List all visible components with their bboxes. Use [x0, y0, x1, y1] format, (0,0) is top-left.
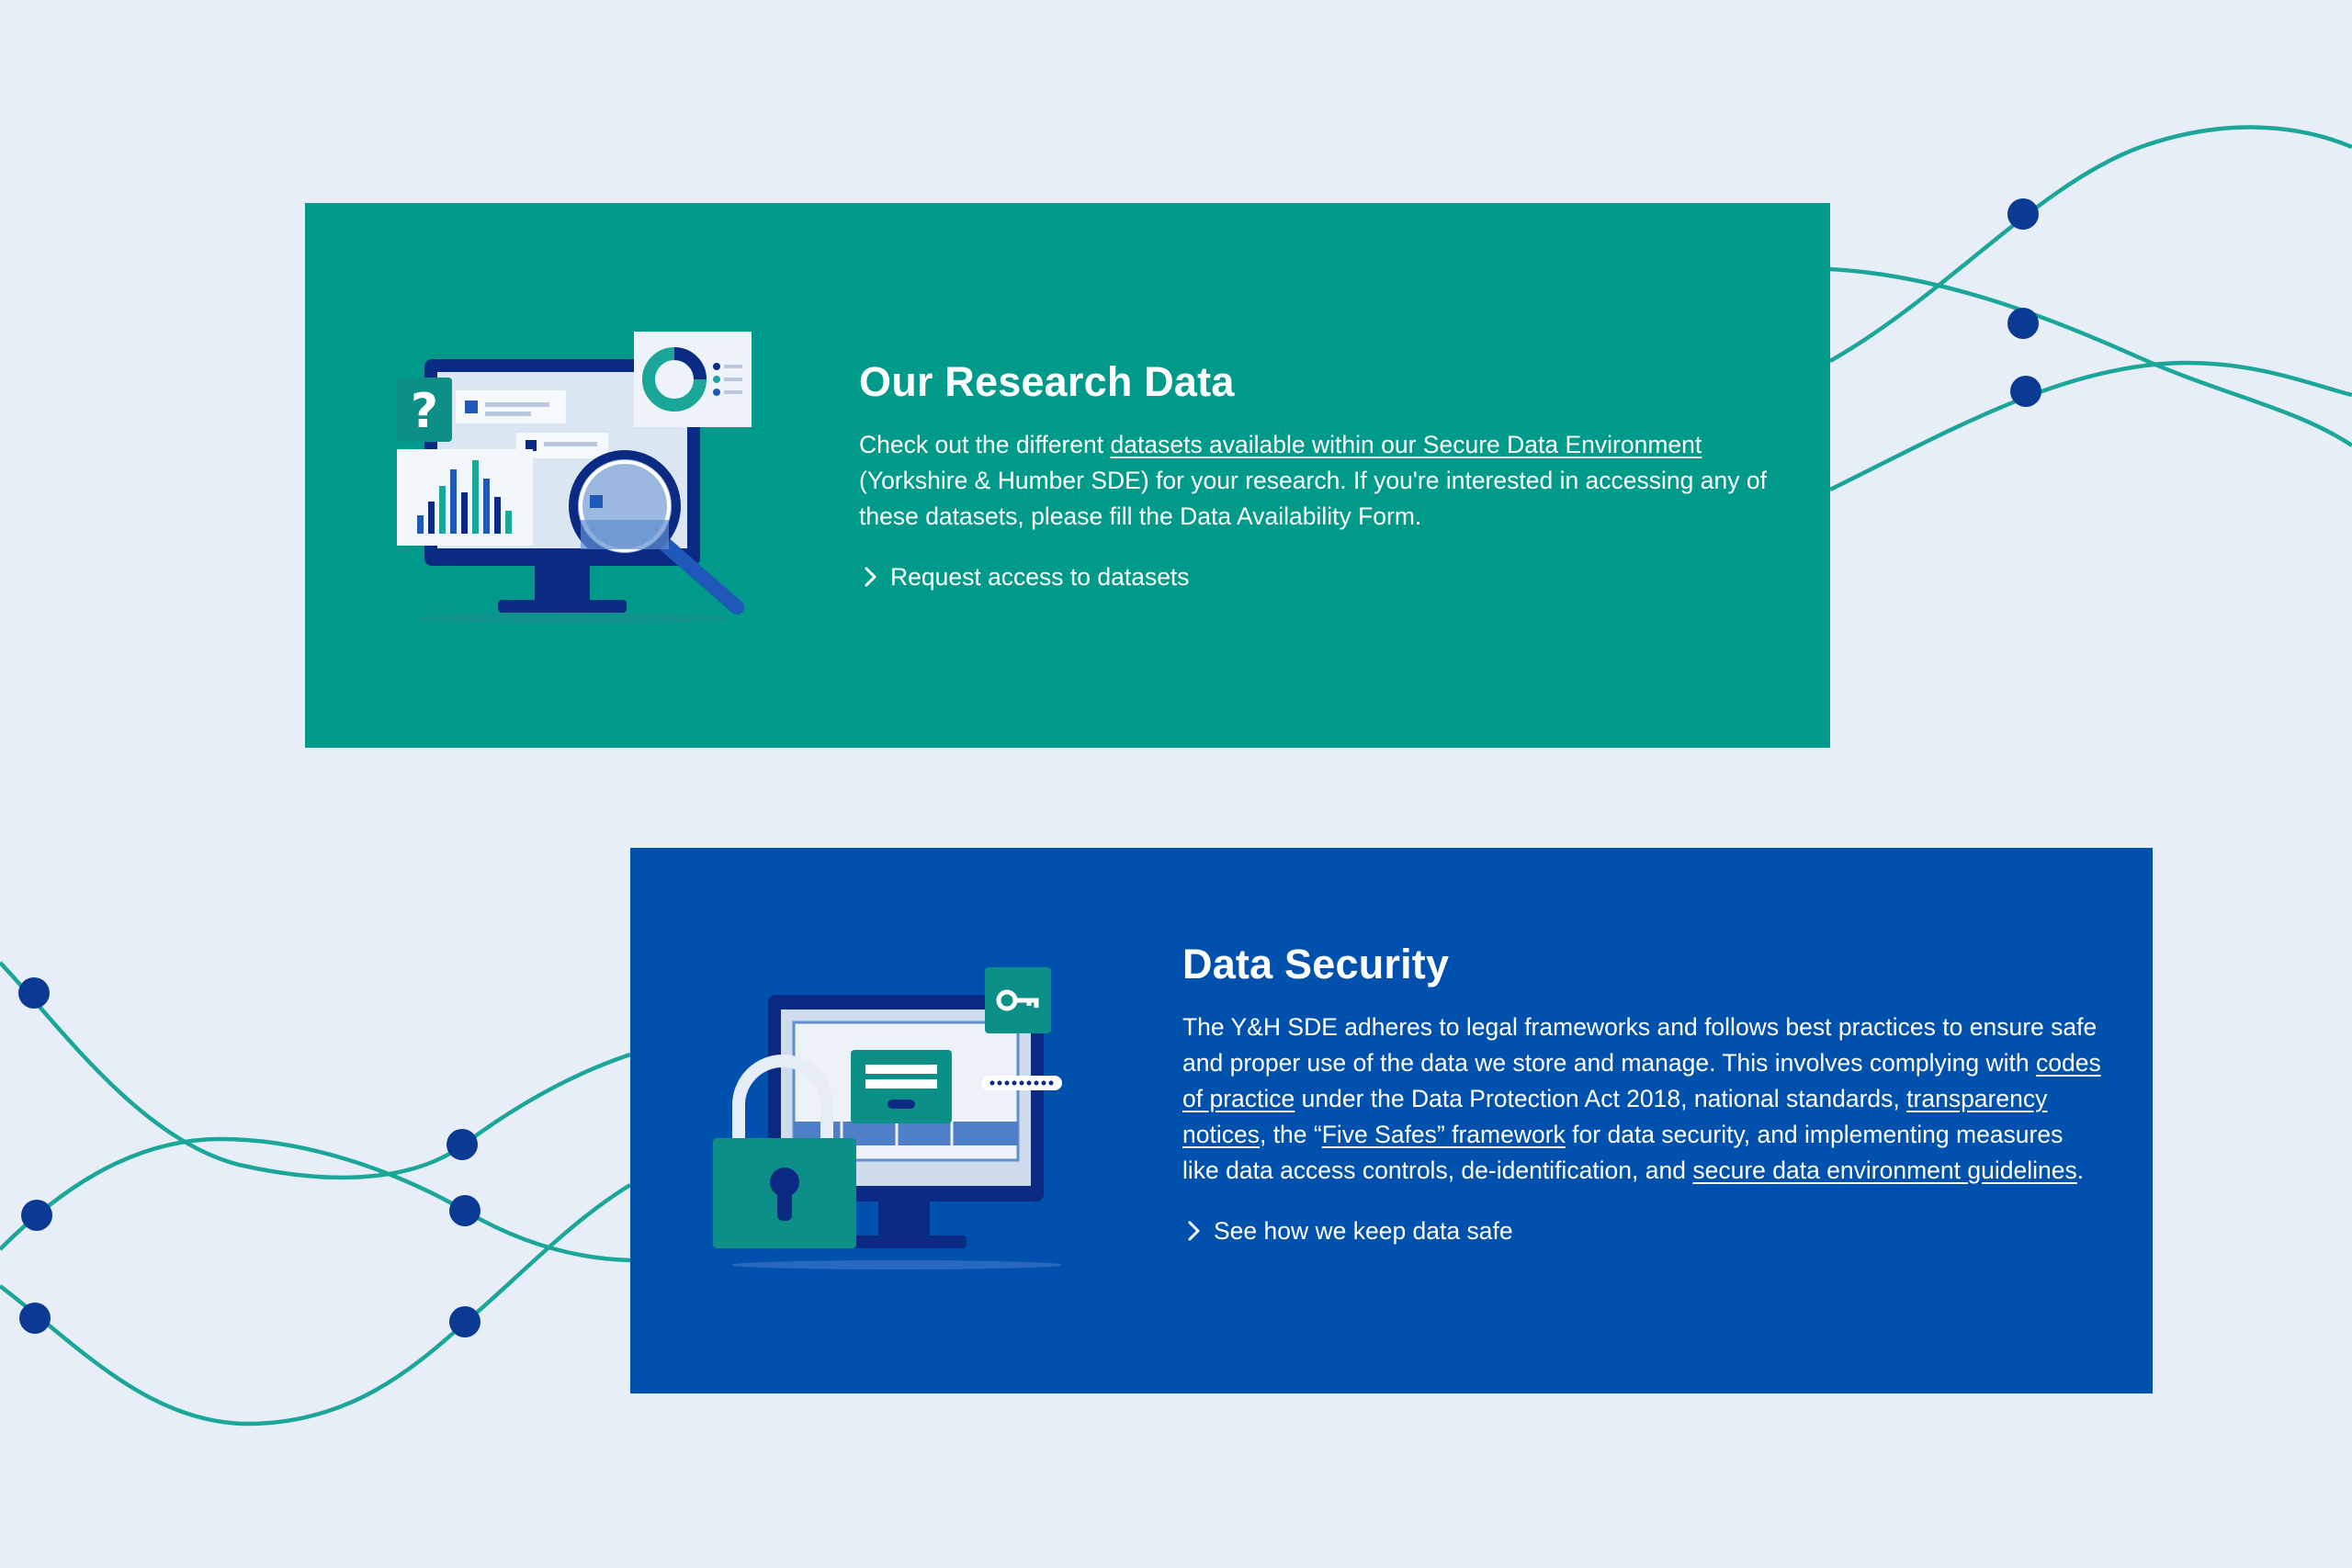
node-dot — [447, 1129, 478, 1160]
five-safes-link[interactable]: Five Safes” framework — [1321, 1121, 1566, 1148]
security-illustration — [713, 967, 1062, 1269]
research-illustration: ? — [397, 332, 752, 624]
padlock-icon — [713, 1055, 856, 1248]
password-dialog-icon — [851, 1050, 952, 1123]
security-title: Data Security — [1182, 941, 1450, 987]
node-dot — [19, 1303, 51, 1334]
security-content: Data Security The Y&H SDE adheres to leg… — [1182, 940, 2101, 1247]
node-dot — [2007, 198, 2039, 230]
shadow-shape — [415, 613, 728, 624]
datasets-link[interactable]: datasets available within our Secure Dat… — [1110, 431, 1702, 458]
transparency-notices-link[interactable]: transparency notices — [1182, 1085, 2048, 1148]
shadow-shape — [731, 1260, 1062, 1269]
svg-text:?: ? — [411, 384, 438, 439]
wave-line — [1829, 266, 2352, 447]
chevron-right-icon — [865, 567, 876, 587]
security-text-4: for data security, and implementing meas… — [1182, 1121, 2064, 1184]
security-text-5: . — [2076, 1156, 2085, 1184]
research-data-card: ? — [305, 203, 1830, 748]
research-rest-text: (Yorkshire & Humber SDE) for your resear… — [859, 467, 1767, 530]
research-title: Our Research Data — [859, 358, 1235, 405]
see-how-label: See how we keep data safe — [1214, 1217, 1513, 1245]
request-access-link[interactable]: Request access to datasets — [859, 560, 1778, 593]
wave-line — [1828, 125, 2352, 363]
bar-chart-icon — [397, 449, 533, 546]
security-text-3: , the “ — [1259, 1121, 1322, 1148]
sde-guidelines-link[interactable]: secure data environment guidelines — [1692, 1156, 2077, 1184]
research-intro-text: Check out the different — [859, 431, 1111, 458]
key-icon — [985, 967, 1051, 1033]
node-dot — [449, 1195, 481, 1226]
security-text-2: under the Data Protection Act 2018, nati… — [1295, 1085, 1907, 1112]
node-dot — [2010, 376, 2041, 407]
password-field-icon — [981, 1076, 1062, 1090]
research-content: Our Research Data Check out the differen… — [859, 357, 1778, 593]
data-security-card: Data Security The Y&H SDE adheres to leg… — [630, 848, 2153, 1393]
node-dot — [449, 1306, 481, 1337]
chevron-right-icon — [1188, 1221, 1200, 1241]
wave-line — [0, 1183, 632, 1427]
node-dot — [18, 977, 50, 1009]
request-access-label: Request access to datasets — [890, 563, 1190, 591]
question-mark-icon: ? — [397, 378, 452, 442]
donut-chart-icon — [634, 332, 752, 427]
security-text-1: The Y&H SDE adheres to legal frameworks … — [1182, 1013, 2098, 1077]
node-dot — [2007, 308, 2039, 339]
security-description: The Y&H SDE adheres to legal frameworks … — [1182, 1010, 2101, 1189]
research-description: Check out the different datasets availab… — [859, 427, 1778, 535]
node-dot — [21, 1200, 52, 1231]
magnifier-icon — [569, 450, 744, 615]
see-how-we-keep-data-safe-link[interactable]: See how we keep data safe — [1182, 1214, 2101, 1247]
wave-line — [0, 961, 631, 1180]
wave-line — [1829, 360, 2352, 492]
wave-line — [0, 1136, 631, 1263]
codes-of-practice-link[interactable]: codes of practice — [1182, 1049, 2101, 1112]
